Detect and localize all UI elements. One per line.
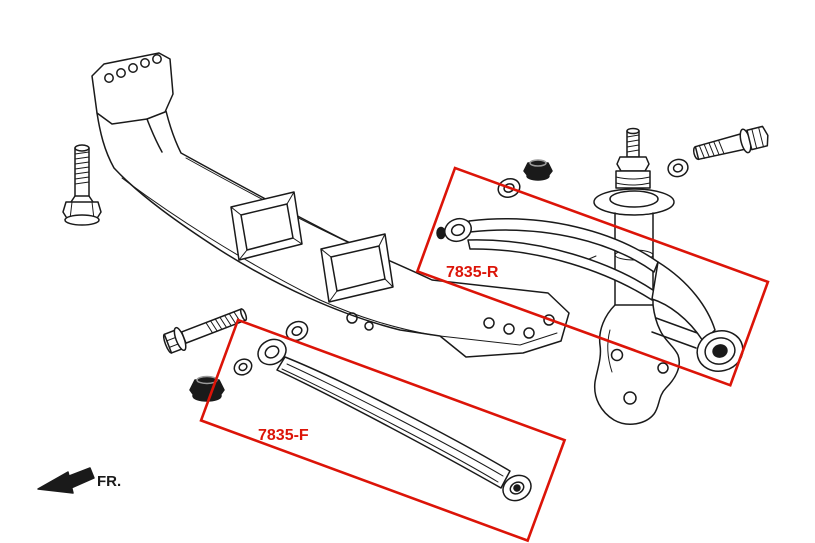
subframe-bolt <box>62 144 102 226</box>
subframe-crossmember <box>91 52 570 358</box>
front-lateral-arm <box>257 338 532 502</box>
strut-bolt <box>692 125 769 161</box>
label-front-direction: FR. <box>97 473 121 490</box>
front-arm-bolt <box>162 308 248 354</box>
front-arm-nut <box>189 375 225 402</box>
strut-bolt-washer <box>667 158 689 178</box>
rear-arm-nut <box>523 159 553 181</box>
label-front-arm-part-number: 7835-F <box>258 427 309 444</box>
rear-lateral-arm <box>436 217 744 372</box>
highlight-boxes <box>199 166 770 543</box>
label-rear-arm-part-number: 7835-R <box>446 264 499 281</box>
front-arm-washer-large <box>285 320 309 342</box>
strut-assembly <box>588 127 701 426</box>
highlight-box-front-arm <box>199 318 567 543</box>
highlight-box-rear-arm <box>415 166 770 387</box>
front-arm-washer-small <box>233 358 253 376</box>
fr-direction-arrow <box>37 467 95 494</box>
